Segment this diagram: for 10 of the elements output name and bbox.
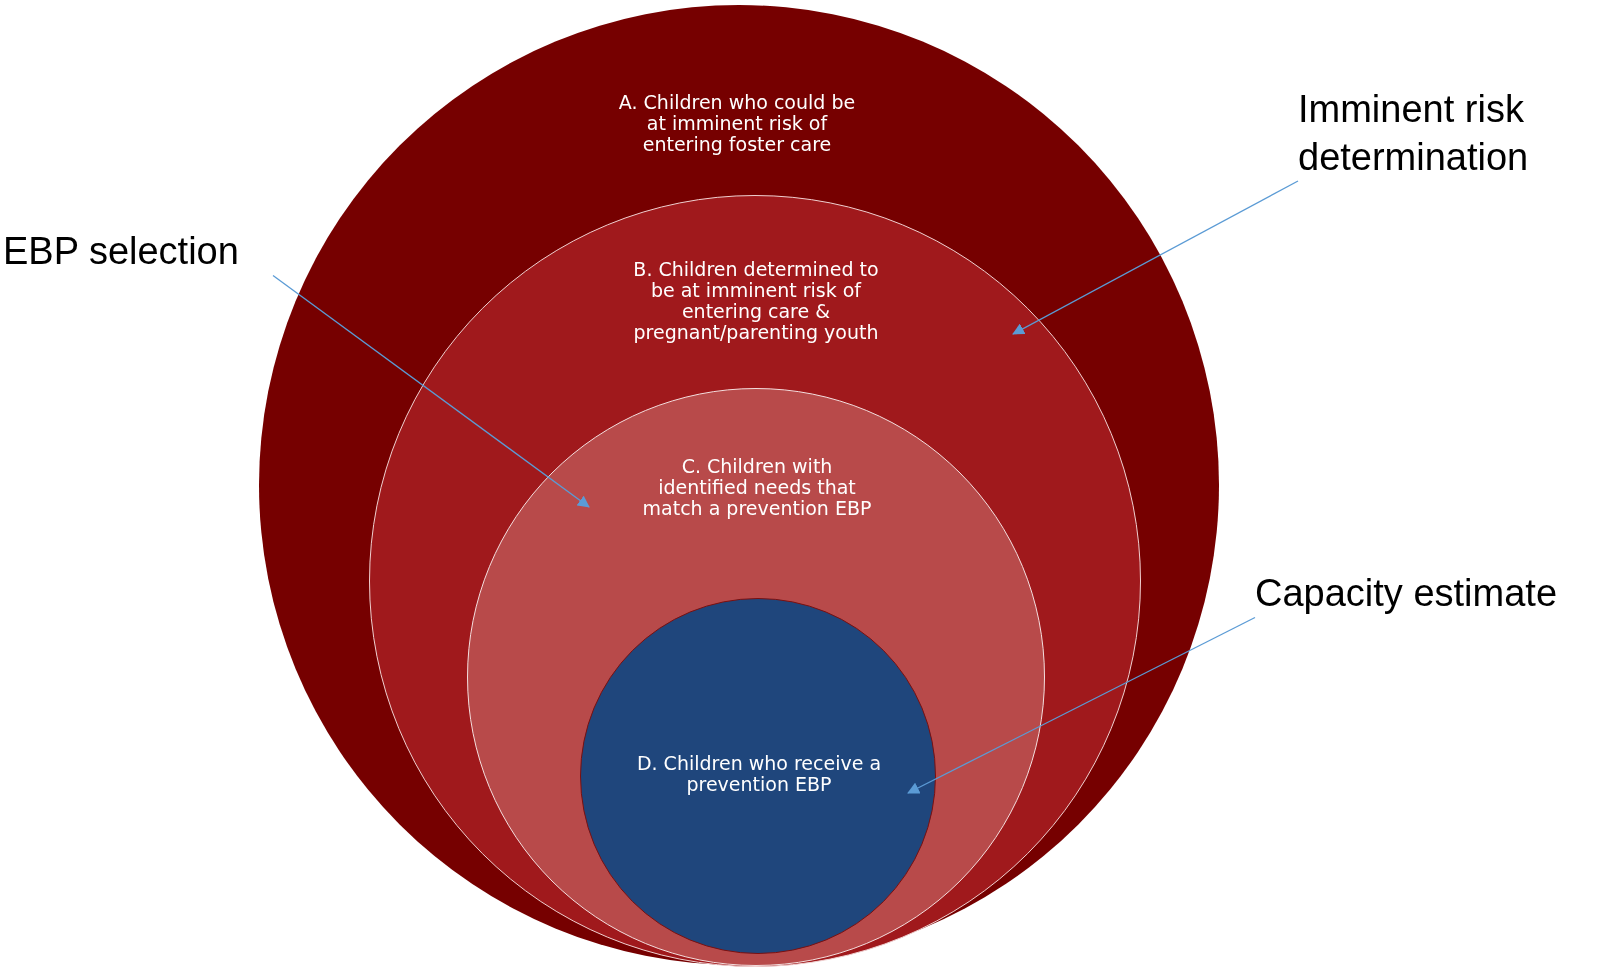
leader-arrow: [907, 616, 1256, 794]
leader-arrow: [272, 274, 590, 508]
annotation-label: EBP selection: [3, 228, 273, 276]
circle-label: A. Children who could be at imminent risk of entering foster care: [617, 92, 857, 155]
circle-label: C. Children with identified needs that match a prevention EBP: [641, 456, 873, 519]
circle-label: B. Children determined to be at imminent risk of entering care & pregnant/parenting youth: [632, 259, 880, 343]
annotation-label: Capacity estimate: [1255, 570, 1600, 618]
leader-arrow: [1012, 180, 1299, 335]
circle-label: D. Children who receive a prevention EBP: [635, 753, 883, 795]
annotation-label: Imminent risk determination: [1298, 86, 1588, 181]
